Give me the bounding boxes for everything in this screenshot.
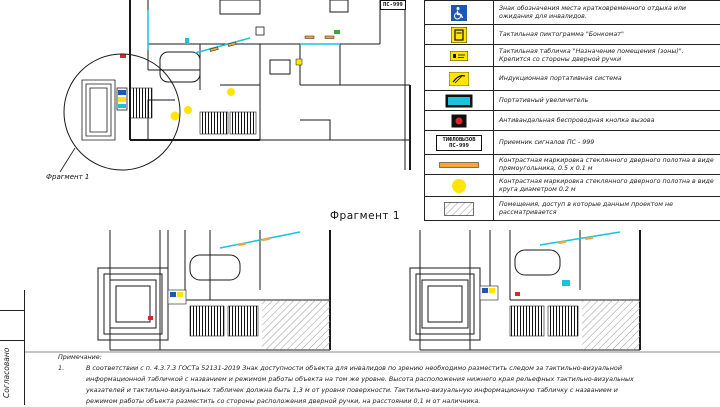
legend-row-magnifier: Портативный увеличитель xyxy=(425,90,720,111)
legend-row-induction: Индукционная портативная система xyxy=(425,66,720,91)
fragment-callout-label: Фрагмент 1 xyxy=(46,173,90,181)
plan-receiver-tag: ПС-999 xyxy=(380,0,406,10)
receiver-icon: ТИФЛОВЫЗОВ ПС-999 xyxy=(436,135,482,151)
legend-text: Контрастная маркировка стеклянного дверн… xyxy=(499,157,714,172)
magnifier-icon xyxy=(445,94,473,108)
wheelchair-icon xyxy=(451,5,467,21)
legend-text: Тактильная табличка "Назначение помещени… xyxy=(499,48,684,63)
legend-text: Антивандальная беспроводная кнопка вызов… xyxy=(499,117,655,124)
note-item-number: 1. xyxy=(58,364,65,372)
orange-strip-icon xyxy=(439,162,479,168)
fragment-detail-left xyxy=(97,230,331,351)
legend-row-receiver: ТИФЛОВЫЗОВ ПС-999 Приемник сигналов ПС -… xyxy=(425,130,720,155)
legend-row-hatched: Помещения, доступ в которые данным проек… xyxy=(425,196,720,221)
note-line: В соответствии с п. 4.3.7.3 ГОСТа 52131-… xyxy=(86,364,622,372)
tactile-pictogram-icon xyxy=(451,27,467,43)
notes-heading: Примечание: xyxy=(58,353,102,361)
legend-text: Портативный увеличитель xyxy=(499,97,589,104)
legend-row-orange-strip: Контрастная маркировка стеклянного дверн… xyxy=(425,154,720,175)
legend-row-tactile-plate: Тактильная табличка "Назначение помещени… xyxy=(425,44,720,67)
approval-stamp-label: Согласовано xyxy=(2,347,11,398)
call-button-icon xyxy=(451,114,467,128)
legend-text: Контрастная маркировка стеклянного дверн… xyxy=(499,178,714,193)
fragment-1-callout xyxy=(59,53,257,173)
fragment-detail-right-fills xyxy=(479,231,640,350)
legend-row-call-button: Антивандальная беспроводная кнопка вызов… xyxy=(425,110,720,131)
yellow-circle-icon xyxy=(452,179,466,193)
main-plan xyxy=(129,0,411,170)
plan-signs xyxy=(120,26,340,66)
hatched-area-icon xyxy=(444,202,474,216)
glass-partitions xyxy=(147,10,340,54)
legend-text: Индукционная портативная система xyxy=(499,75,622,82)
contrast-strips xyxy=(209,35,335,52)
legend-row-pictogram: Тактильная пиктограмма "Бонкомат" xyxy=(425,24,720,45)
fragment-detail-left-fills xyxy=(148,231,330,350)
legend-table: Знак обозначения места кратковременного … xyxy=(424,0,720,221)
legend-text: Помещения, доступ в которые данным проек… xyxy=(499,201,674,216)
legend-text: Приемник сигналов ПС - 999 xyxy=(499,139,595,146)
legend-row-yellow-circle: Контрастная маркировка стеклянного дверн… xyxy=(425,174,720,197)
legend-text: Знак обозначения места кратковременного … xyxy=(499,5,687,20)
note-line: информационной табличкой с названием и р… xyxy=(86,375,634,383)
induction-loop-icon xyxy=(449,72,469,86)
legend-text: Тактильная пиктограмма "Бонкомат" xyxy=(499,31,624,38)
note-line: указателей и тактильно-визуальных таблич… xyxy=(86,386,618,394)
note-line: режимом работы объекта разместить со сто… xyxy=(86,397,481,405)
legend-row-wheelchair: Знак обозначения места кратковременного … xyxy=(425,0,720,25)
fragment-title: Фрагмент 1 xyxy=(330,210,401,222)
approval-stamp-frame xyxy=(0,290,25,405)
tactile-plate-icon xyxy=(450,51,468,61)
contrast-circles xyxy=(170,88,235,121)
note-item-body: В соответствии с п. 4.3.7.3 ГОСТа 52131-… xyxy=(86,363,716,407)
